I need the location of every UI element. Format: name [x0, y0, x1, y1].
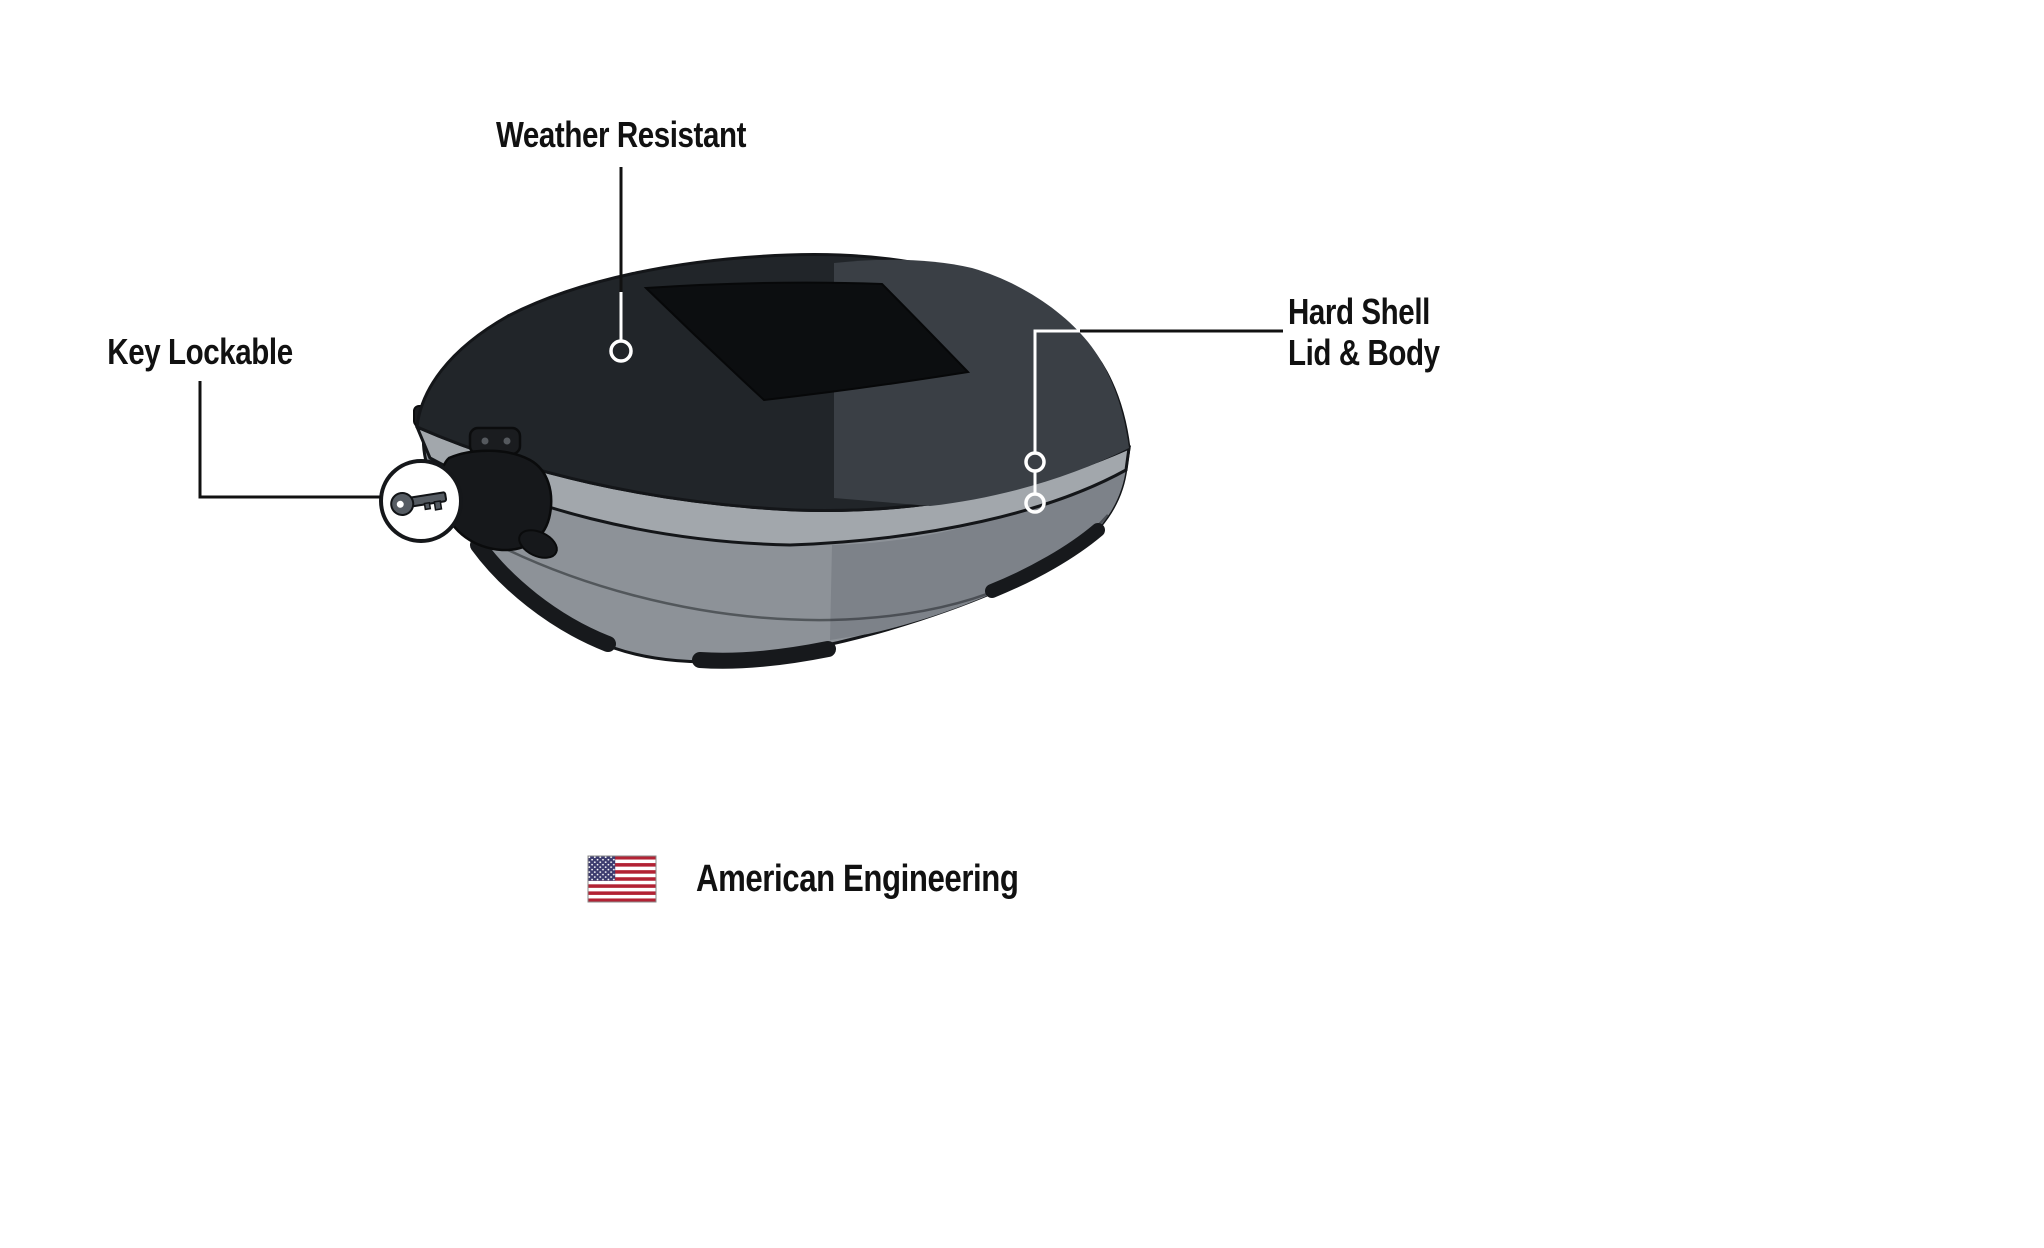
hardshell-callout	[1024, 329, 1283, 514]
key-lockable-label-text: Key Lockable	[107, 331, 293, 372]
trunk-base-trim-right	[985, 523, 1105, 598]
key-lockable-label: Key Lockable	[87, 331, 313, 372]
hardshell-callout-line-light	[1033, 329, 1080, 453]
trunk-base-trim-center	[692, 641, 836, 669]
hard-shell-label-line1: Hard Shell	[1288, 291, 1430, 332]
hardshell-callout-point-upper	[1024, 451, 1046, 473]
trunk-body-shade	[830, 468, 1126, 640]
trunk-lid-top-panel	[643, 281, 971, 402]
hard-shell-label-line2: Lid & Body	[1288, 332, 1440, 374]
american-engineering-label: American Engineering	[696, 858, 1089, 902]
lock-lower-lobe	[518, 529, 558, 559]
trunk-lid-group	[413, 253, 1131, 512]
hard-shell-label: Hard Shell Lid & Body	[1288, 291, 1473, 374]
weather-resistant-label: Weather Resistant	[469, 114, 774, 155]
weather-callout	[609, 167, 633, 363]
hinge-rivet-left	[481, 437, 489, 445]
lock-assembly	[439, 426, 558, 559]
weather-callout-point	[609, 339, 633, 363]
us-flag-icon	[587, 855, 657, 903]
key-callout	[198, 381, 381, 499]
hinge-rivet-right	[503, 437, 511, 445]
weather-resistant-label-text: Weather Resistant	[495, 114, 747, 155]
key-icon	[390, 491, 448, 516]
trunk-base-trim-left	[470, 537, 616, 652]
american-engineering-label-text: American Engineering	[696, 858, 1019, 900]
hardshell-callout-point-lower	[1024, 492, 1046, 514]
key-callout-line	[198, 381, 381, 499]
key-magnifier-group	[379, 459, 463, 543]
